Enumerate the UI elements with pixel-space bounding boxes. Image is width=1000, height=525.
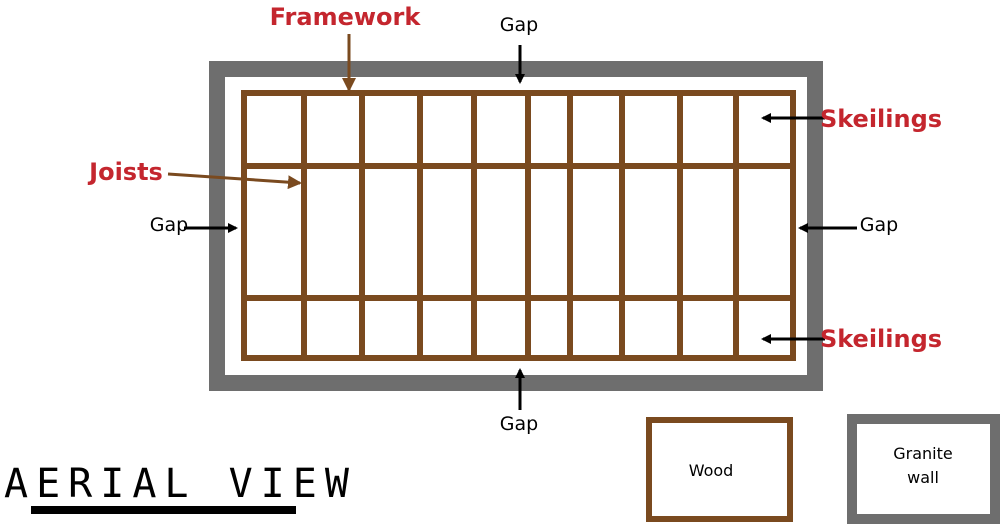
skeilings-top-label: Skeilings bbox=[820, 105, 942, 133]
legend-granite-label-line2: wall bbox=[907, 468, 939, 487]
legend-granite-label-line1: Granite bbox=[893, 444, 952, 463]
title-underline bbox=[31, 506, 296, 514]
arrows bbox=[184, 45, 857, 410]
wood-framework bbox=[241, 90, 796, 361]
joists-arrow bbox=[167, 172, 302, 190]
joists-group bbox=[301, 93, 739, 358]
framework-outer-frame bbox=[241, 90, 796, 361]
legend: Wood Granite wall bbox=[646, 414, 1000, 524]
gap-top-label: Gap bbox=[500, 14, 538, 36]
gap-right-label: Gap bbox=[860, 214, 898, 236]
legend-granite-swatch bbox=[847, 414, 1000, 524]
framework-label: Framework bbox=[270, 3, 422, 31]
joists-label: Joists bbox=[87, 158, 163, 186]
gap-bottom-label: Gap bbox=[500, 413, 538, 435]
legend-wood-swatch bbox=[646, 417, 793, 522]
gap-left-label: Gap bbox=[150, 214, 188, 236]
legend-wood-label: Wood bbox=[689, 461, 734, 480]
aerial-view-title: AERIAL VIEW bbox=[4, 461, 357, 507]
granite-wall bbox=[209, 61, 823, 391]
skeilings-bottom-label: Skeilings bbox=[820, 325, 942, 353]
view-title: AERIAL VIEW bbox=[4, 461, 357, 514]
brown-arrows bbox=[167, 34, 356, 190]
